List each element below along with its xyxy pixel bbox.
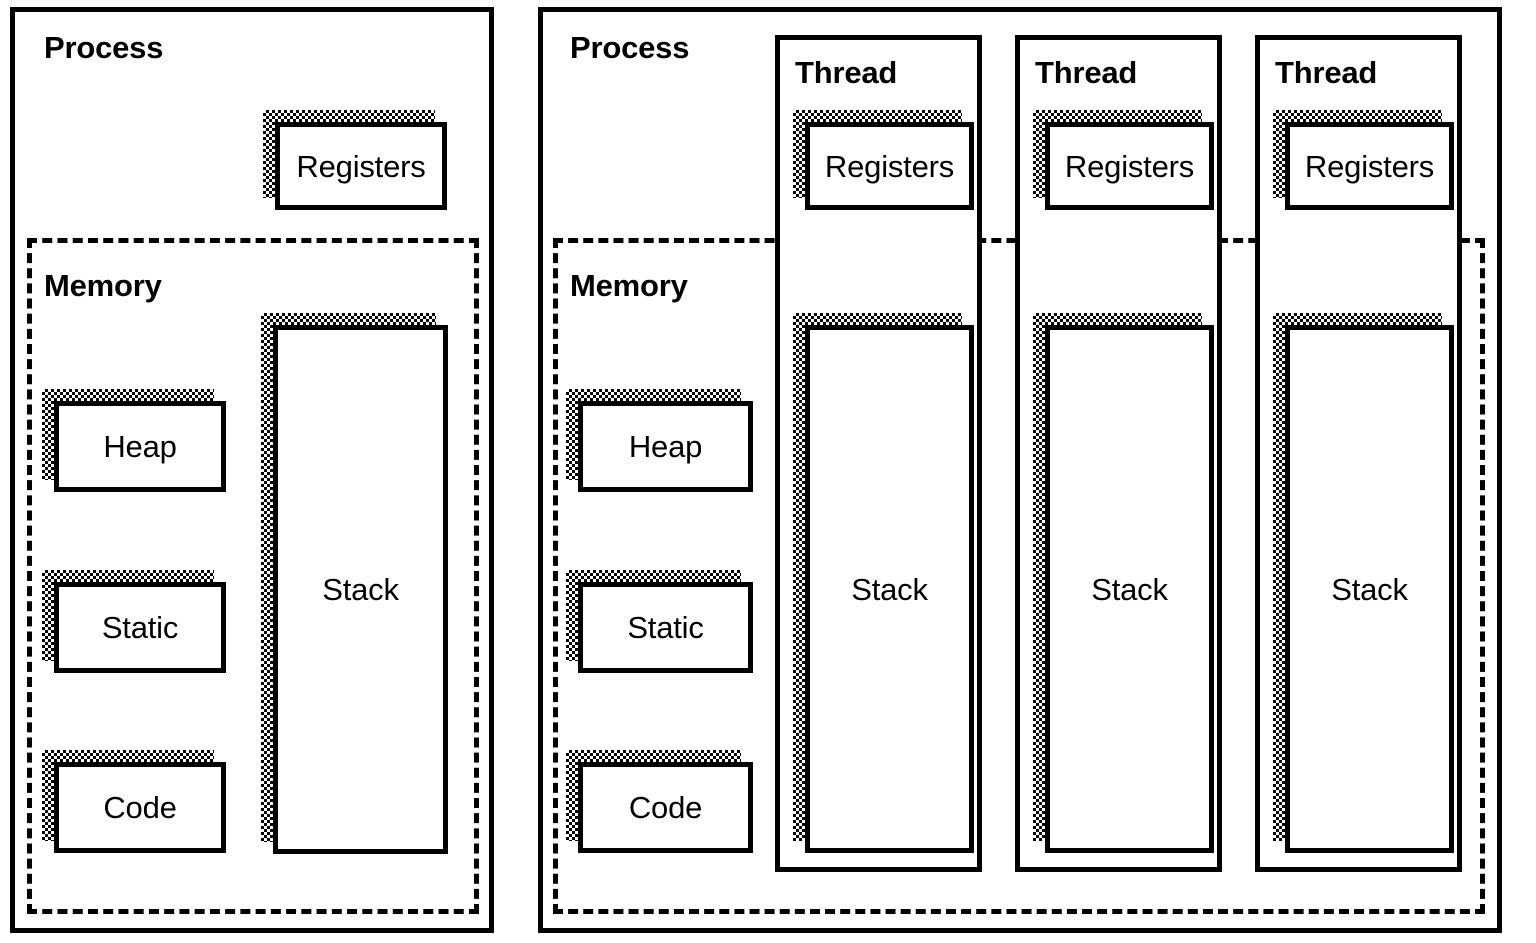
stack-label: Stack bbox=[1091, 571, 1168, 607]
box-face: Stack bbox=[805, 325, 974, 853]
memory-label-right: Memory bbox=[570, 268, 688, 303]
registers-box-thread-3: Registers bbox=[1273, 110, 1454, 210]
box-face: Heap bbox=[578, 401, 753, 492]
memory-label-left: Memory bbox=[44, 268, 162, 303]
stack-box-thread-3: Stack bbox=[1273, 313, 1454, 853]
heap-label: Heap bbox=[103, 429, 177, 464]
code-box-right: Code bbox=[566, 750, 753, 853]
thread-label-2: Thread bbox=[1035, 55, 1138, 90]
box-face: Registers bbox=[805, 122, 974, 210]
registers-label: Registers bbox=[824, 148, 955, 184]
static-box-left: Static bbox=[42, 570, 226, 673]
box-face: Registers bbox=[1285, 122, 1454, 210]
stack-label: Stack bbox=[1331, 571, 1408, 607]
process-label-left: Process bbox=[44, 30, 164, 65]
box-face: Code bbox=[578, 762, 753, 853]
box-face: Code bbox=[54, 762, 226, 853]
static-label: Static bbox=[627, 610, 704, 645]
box-face: Registers bbox=[275, 122, 447, 210]
heap-box-left: Heap bbox=[42, 389, 226, 492]
stack-label: Stack bbox=[851, 571, 928, 607]
memory-region-left bbox=[27, 238, 479, 914]
code-box-left: Code bbox=[42, 750, 226, 853]
static-label: Static bbox=[101, 610, 179, 645]
heap-box-right: Heap bbox=[566, 389, 753, 492]
stack-box-thread-1: Stack bbox=[793, 313, 974, 853]
registers-box-thread-1: Registers bbox=[793, 110, 974, 210]
registers-box-left: Registers bbox=[263, 110, 447, 210]
thread-label-1: Thread bbox=[795, 55, 898, 90]
heap-label: Heap bbox=[628, 429, 703, 464]
box-face: Stack bbox=[1045, 325, 1214, 853]
registers-label: Registers bbox=[1304, 148, 1435, 184]
registers-label: Registers bbox=[296, 148, 426, 184]
registers-box-thread-2: Registers bbox=[1033, 110, 1214, 210]
stack-box-thread-2: Stack bbox=[1033, 313, 1214, 853]
box-face: Registers bbox=[1045, 122, 1214, 210]
code-label: Code bbox=[103, 790, 177, 825]
code-label: Code bbox=[628, 790, 703, 825]
process-label-right: Process bbox=[570, 30, 690, 65]
static-box-right: Static bbox=[566, 570, 753, 673]
box-face: Static bbox=[54, 582, 226, 673]
box-face: Stack bbox=[273, 325, 448, 854]
stack-label: Stack bbox=[322, 572, 399, 607]
box-face: Stack bbox=[1285, 325, 1454, 853]
box-face: Heap bbox=[54, 401, 226, 492]
stack-box-left: Stack bbox=[261, 313, 448, 854]
registers-label: Registers bbox=[1064, 148, 1195, 184]
thread-label-3: Thread bbox=[1275, 55, 1378, 90]
box-face: Static bbox=[578, 582, 753, 673]
